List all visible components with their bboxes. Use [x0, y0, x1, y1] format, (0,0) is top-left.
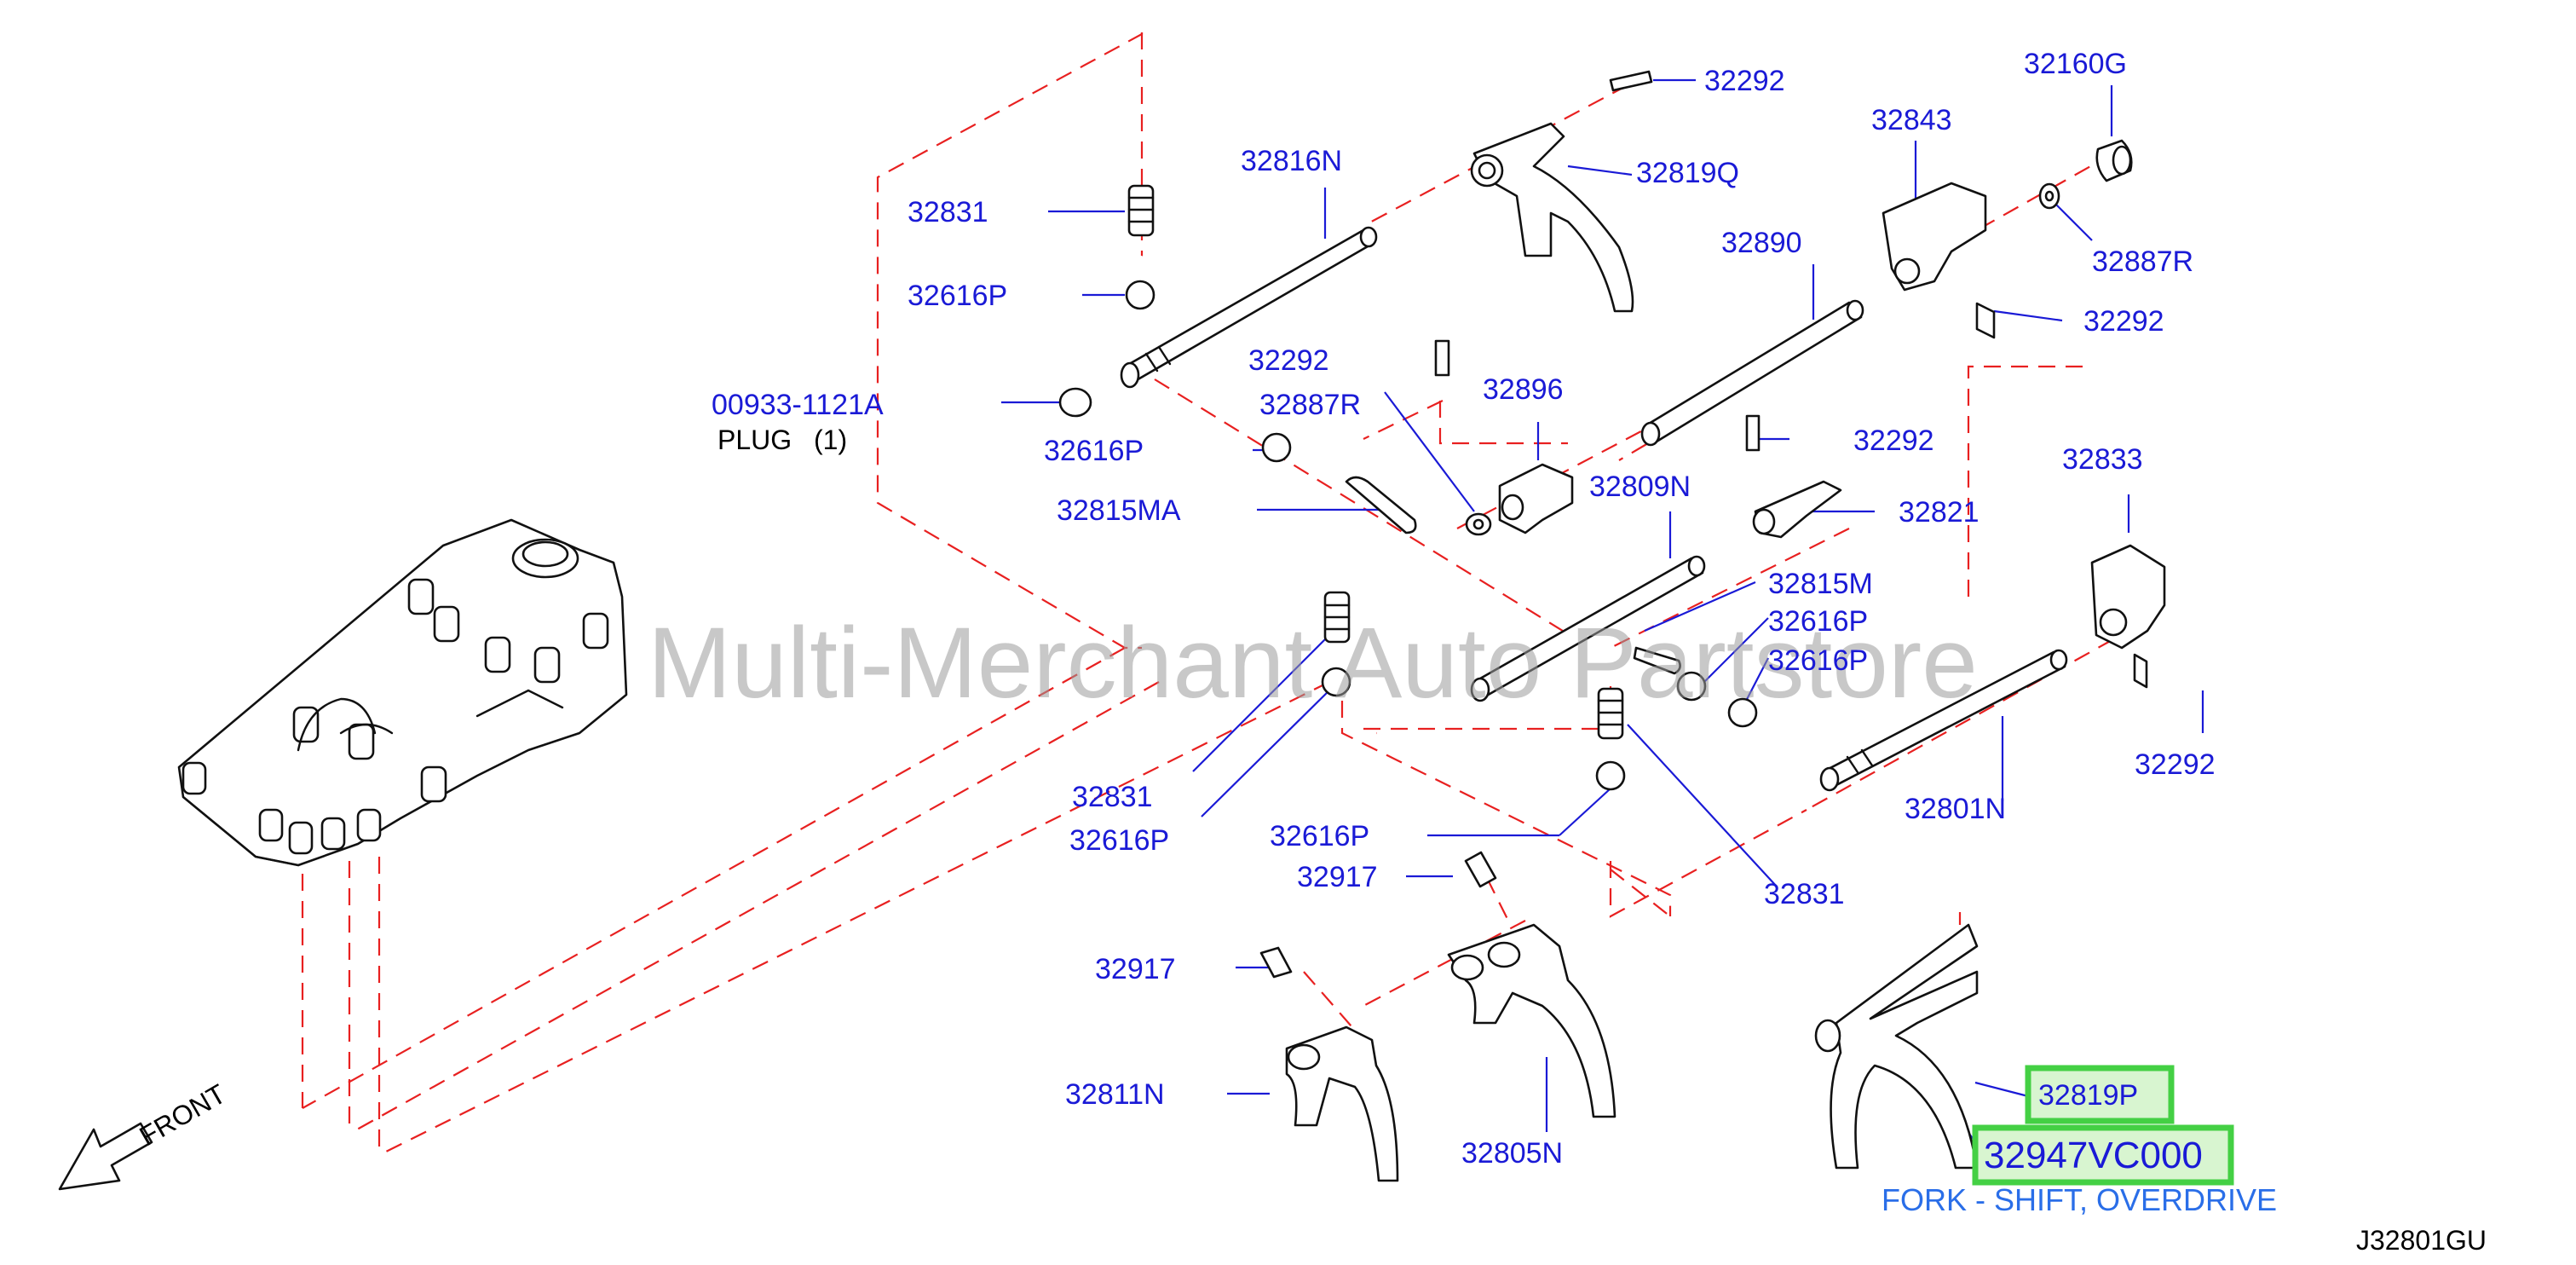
- label-32811N[interactable]: 32811N: [1065, 1078, 1165, 1111]
- label-32616P[interactable]: 32616P: [908, 280, 1007, 312]
- block-32896: [1498, 463, 1574, 534]
- label-32292[interactable]: 32292: [1704, 65, 1785, 97]
- spring-32831-b: [1323, 591, 1351, 644]
- label-32890[interactable]: 32890: [1721, 227, 1802, 259]
- label-32821[interactable]: 32821: [1899, 496, 1980, 529]
- label-32831[interactable]: 32831: [1072, 781, 1153, 813]
- ball-32616P-b: [1261, 432, 1292, 463]
- label-32616P[interactable]: 32616P: [1270, 820, 1369, 852]
- watermark: Multi-Merchant Auto Partstore: [648, 607, 1978, 719]
- pin-32917-a: [1464, 851, 1497, 888]
- label-32815M[interactable]: 32815M: [1768, 568, 1873, 600]
- label-32831[interactable]: 32831: [908, 196, 988, 228]
- label-32819Q[interactable]: 32819Q: [1636, 157, 1739, 189]
- ball-32616P-c: [1321, 667, 1351, 697]
- fork-32805N: [1447, 923, 1616, 1118]
- label-32801N[interactable]: 32801N: [1905, 793, 2006, 825]
- rod-32809N: [1470, 555, 1706, 702]
- plug-label: PLUG: [717, 425, 792, 455]
- diagram-code: J32801GU: [2356, 1225, 2487, 1256]
- label-32833[interactable]: 32833: [2062, 443, 2143, 476]
- label-32887R[interactable]: 32887R: [2092, 245, 2193, 278]
- label-32947VC000[interactable]: 32947VC000: [1984, 1135, 2203, 1176]
- pin-32292-d: [1745, 414, 1761, 452]
- label-32887R[interactable]: 32887R: [1259, 389, 1361, 421]
- fork-description: FORK - SHIFT, OVERDRIVE: [1882, 1182, 2277, 1217]
- label-32917[interactable]: 32917: [1297, 861, 1378, 893]
- label-32292[interactable]: 32292: [1853, 425, 1934, 457]
- spring-32831-c: [1597, 687, 1624, 740]
- ball-32616P-a: [1125, 280, 1155, 310]
- label-32831[interactable]: 32831: [1764, 878, 1845, 910]
- front-arrow: FRONT: [58, 1078, 231, 1191]
- pin-32815M: [1633, 646, 1681, 675]
- label-32816N[interactable]: 32816N: [1241, 145, 1342, 177]
- spring-32831-a: [1127, 184, 1155, 237]
- label-32819P[interactable]: 32819P: [2038, 1079, 2138, 1112]
- rod-32890: [1640, 299, 1864, 447]
- label-32160G[interactable]: 32160G: [2024, 48, 2127, 80]
- ball-32616P-e: [1727, 697, 1758, 728]
- plug-00933-1121A: [1058, 387, 1092, 418]
- rod-32801N: [1819, 649, 2068, 792]
- label-32917[interactable]: 32917: [1095, 953, 1176, 985]
- highlight-box-32819P: [2025, 1065, 2175, 1124]
- housing-cover: [177, 518, 628, 867]
- label-32292[interactable]: 32292: [2083, 305, 2164, 338]
- label-32809N[interactable]: 32809N: [1589, 471, 1691, 503]
- fork-32819Q: [1470, 122, 1634, 313]
- fork-32811N: [1285, 1025, 1399, 1182]
- pin-32292-a: [1609, 70, 1653, 92]
- leader-lines: [1001, 78, 2204, 1143]
- small-parts: [1058, 70, 2148, 979]
- pin-32292-c: [1434, 339, 1450, 377]
- label-00933-1121A[interactable]: 00933-1121A: [712, 389, 884, 421]
- bracket-32843: [1882, 182, 1987, 292]
- front-label: FRONT: [135, 1078, 231, 1152]
- plug-qty: (1): [814, 425, 847, 455]
- label-32616P[interactable]: 32616P: [1768, 605, 1868, 638]
- label-32616P[interactable]: 32616P: [1069, 824, 1169, 857]
- label-32805N[interactable]: 32805N: [1461, 1137, 1563, 1170]
- label-32616P[interactable]: 32616P: [1768, 644, 1868, 677]
- label-32815MA[interactable]: 32815MA: [1057, 494, 1181, 527]
- label-32843[interactable]: 32843: [1871, 104, 1952, 136]
- ball-32616P-d: [1676, 671, 1707, 702]
- fork-32819P: [1814, 923, 1979, 1170]
- pin-32292-e: [2133, 653, 2148, 689]
- ball-32616P-f: [1595, 760, 1626, 791]
- pin-32292-b: [1975, 302, 1996, 339]
- block-32833: [2090, 544, 2166, 650]
- lever-32821: [1752, 480, 1842, 539]
- pin-32917-b: [1259, 946, 1293, 979]
- part-labels: 32292 32160G 32843 32816N 32819Q 32831 3…: [712, 48, 2277, 1217]
- label-32616P[interactable]: 32616P: [1044, 435, 1144, 467]
- rod-32816N: [1120, 226, 1378, 389]
- label-32896[interactable]: 32896: [1483, 373, 1564, 406]
- label-32292[interactable]: 32292: [1248, 344, 1329, 377]
- pin-32815MA: [1345, 476, 1417, 534]
- label-32292[interactable]: 32292: [2135, 748, 2216, 781]
- highlight-box-32947VC000: [1972, 1124, 2234, 1186]
